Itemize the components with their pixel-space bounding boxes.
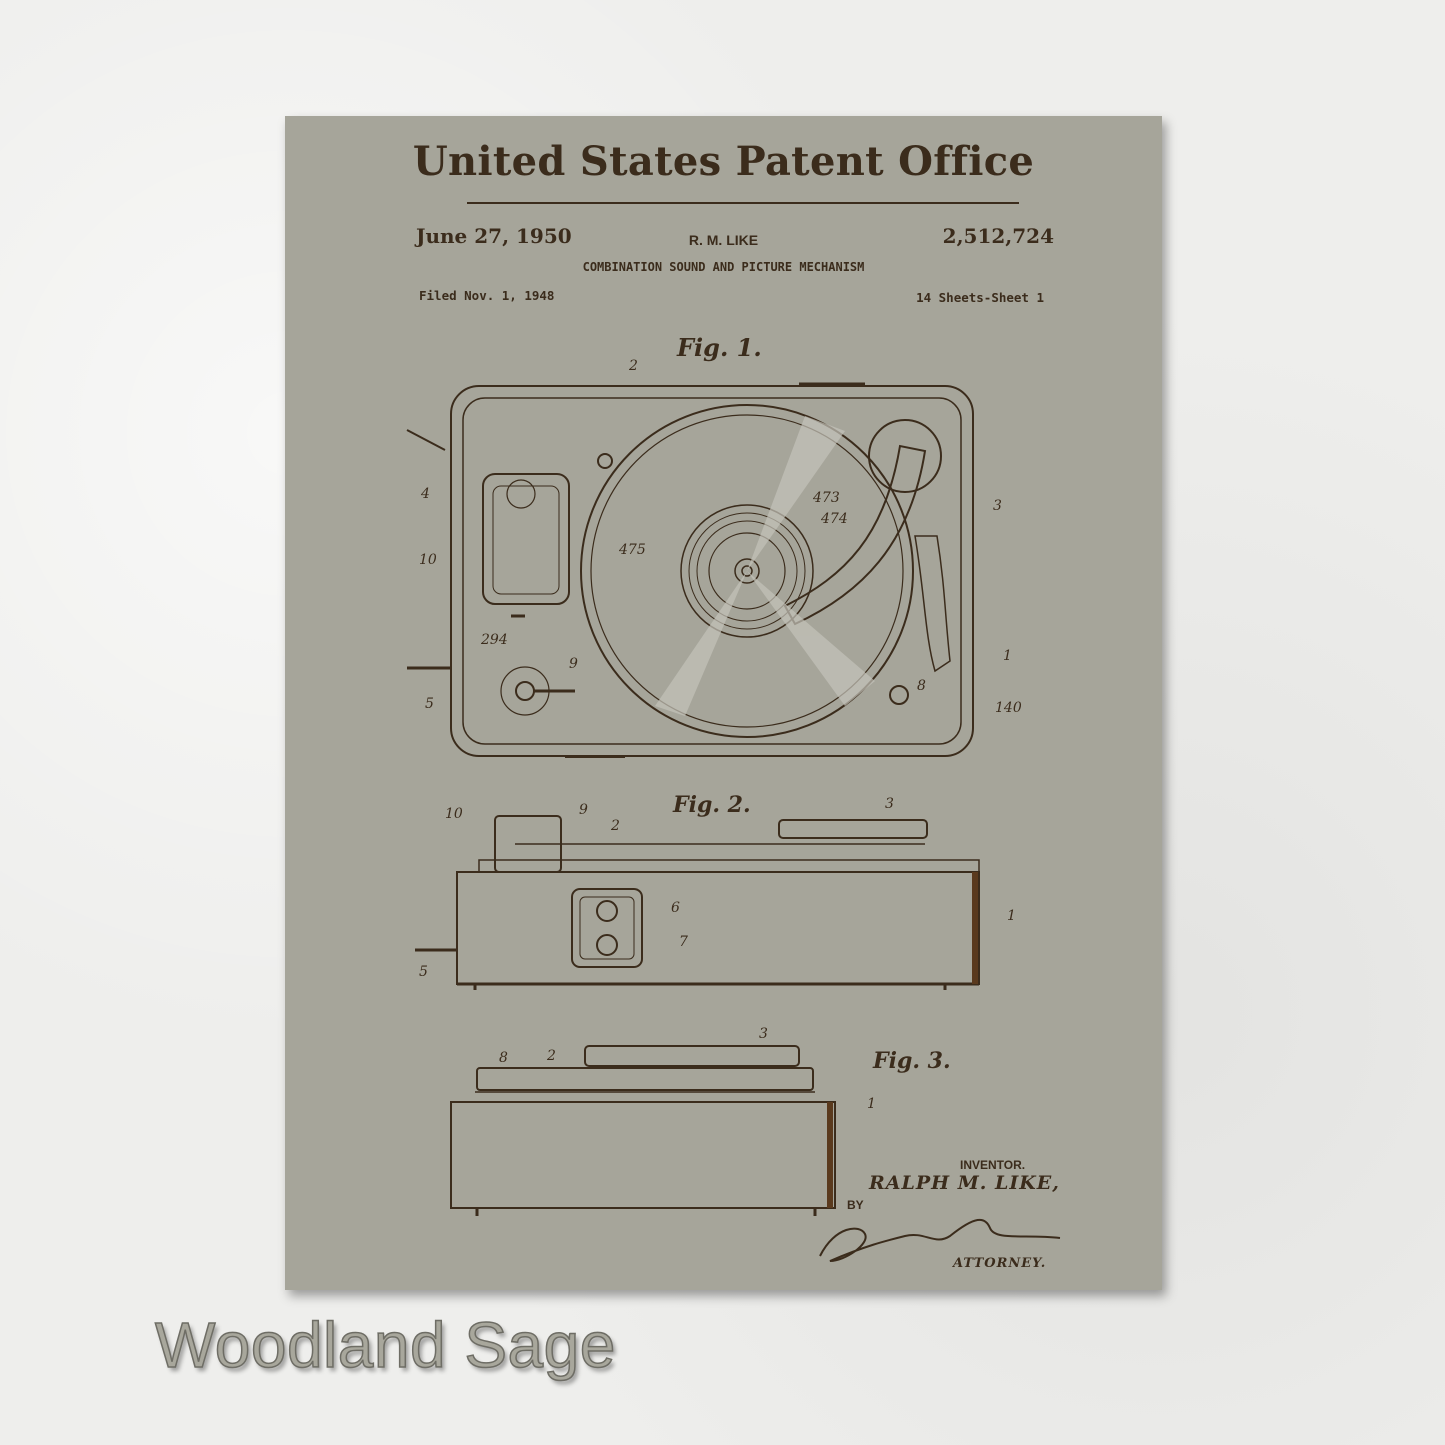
fig1-platter bbox=[580, 404, 914, 738]
patent-drawing: Fig. 1. Fig. 2. Fig. 3. 2 3 4 10 473 474… bbox=[406, 333, 1061, 1262]
filed-date: Filed Nov. 1, 1948 bbox=[419, 288, 555, 303]
ref-3-fig1: 3 bbox=[993, 498, 1002, 514]
inventor-short: R. M. LIKE bbox=[688, 232, 759, 248]
attorney-signature bbox=[819, 1218, 1061, 1262]
patent-date: June 27, 1950 bbox=[416, 224, 572, 248]
fig3-cabinet bbox=[450, 1101, 836, 1209]
inventor-label: INVENTOR. bbox=[960, 1158, 1026, 1172]
ref-2-fig3: 2 bbox=[546, 1048, 556, 1064]
fig1-cabinet-inner bbox=[462, 397, 962, 745]
fig3-tonearm bbox=[584, 1045, 800, 1067]
sheet-count: 14 Sheets-Sheet 1 bbox=[916, 290, 1044, 305]
ref-8-fig3: 8 bbox=[499, 1050, 508, 1066]
ref-8-fig1: 8 bbox=[917, 678, 926, 694]
inventor-name: RALPH M. LIKE, bbox=[869, 1172, 1060, 1194]
ref-3-fig2: 3 bbox=[885, 796, 894, 812]
ref-4: 4 bbox=[420, 486, 430, 502]
ref-2-fig2: 2 bbox=[610, 818, 620, 834]
poster-header: United States Patent Office bbox=[412, 138, 1035, 185]
ref-5-fig2: 5 bbox=[419, 964, 428, 980]
ref-473: 473 bbox=[812, 490, 840, 506]
fig3-platter bbox=[476, 1067, 814, 1091]
ref-7: 7 bbox=[679, 934, 688, 950]
ref-294: 294 bbox=[480, 632, 508, 648]
fig1-speaker bbox=[482, 473, 570, 605]
fig2-knob-6 bbox=[596, 900, 618, 922]
color-name-caption: Woodland Sage bbox=[154, 1308, 616, 1382]
ref-3-fig3: 3 bbox=[759, 1026, 768, 1042]
ref-1-fig2: 1 bbox=[1007, 908, 1016, 924]
fig1-tonearm-base bbox=[868, 419, 942, 493]
fig2-control-panel bbox=[571, 888, 643, 968]
ref-9-fig2: 9 bbox=[579, 802, 588, 818]
ref-10-fig2: 10 bbox=[445, 806, 463, 822]
header-rule bbox=[467, 202, 1019, 204]
ref-2-fig1: 2 bbox=[628, 358, 638, 374]
patent-subtitle: COMBINATION SOUND AND PICTURE MECHANISM bbox=[582, 260, 865, 274]
fig2-cabinet bbox=[456, 871, 980, 985]
fig1-spindle bbox=[734, 558, 760, 584]
fig2-tonearm bbox=[778, 819, 928, 839]
fig1-label: Fig. 1. bbox=[676, 333, 762, 362]
fig2-label: Fig. 2. bbox=[672, 792, 751, 818]
fig1-record-label-ring bbox=[680, 504, 814, 638]
ref-1-fig1: 1 bbox=[1003, 648, 1012, 664]
ref-10-fig1: 10 bbox=[419, 552, 437, 568]
fig2-knob-7 bbox=[596, 934, 618, 956]
fig3-label: Fig. 3. bbox=[872, 1048, 951, 1074]
by-label: BY bbox=[847, 1198, 864, 1212]
ref-9-fig1: 9 bbox=[569, 656, 578, 672]
ref-1-fig3: 1 bbox=[867, 1096, 876, 1112]
ref-474: 474 bbox=[820, 511, 848, 527]
ref-475: 475 bbox=[618, 542, 646, 558]
patent-number: 2,512,724 bbox=[942, 224, 1054, 248]
fig1-knob-8 bbox=[889, 685, 909, 705]
ref-5-fig1: 5 bbox=[425, 696, 434, 712]
patent-poster: United States Patent Office June 27, 195… bbox=[285, 116, 1162, 1290]
fig1-cabinet bbox=[450, 385, 974, 757]
ref-140: 140 bbox=[995, 700, 1022, 716]
ref-6: 6 bbox=[671, 900, 680, 916]
attorney-label: ATTORNEY. bbox=[953, 1256, 1047, 1271]
